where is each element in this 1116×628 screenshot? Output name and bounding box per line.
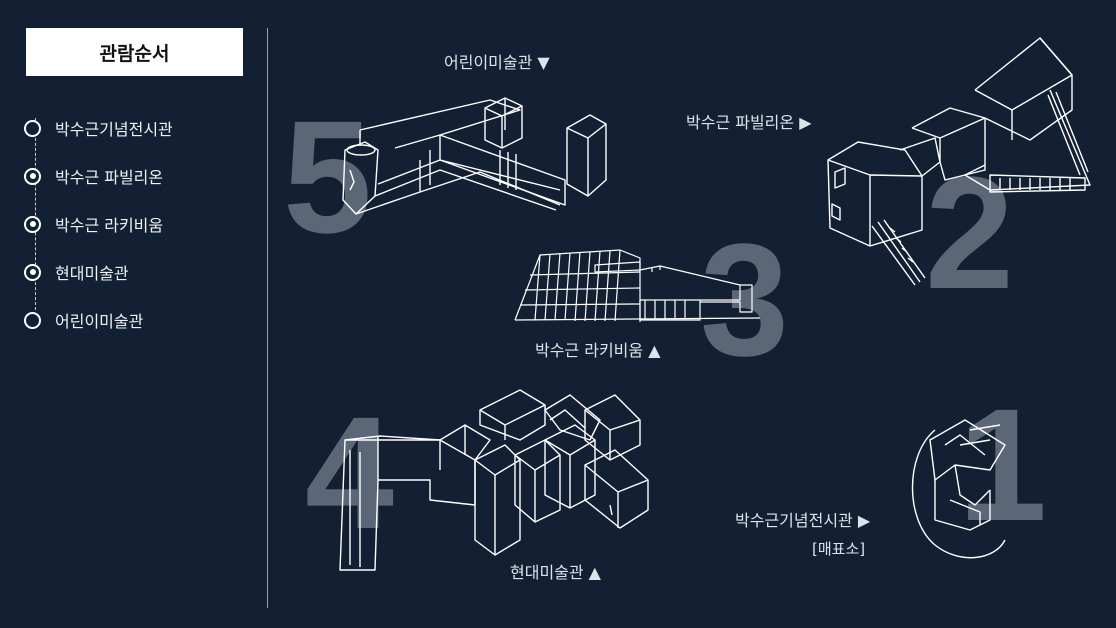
viewing-order-panel: 관람순서 박수근기념전시관 박수근 파빌리온 박수근 라키비움 현대미술관 어린… — [0, 0, 268, 628]
building-map: 1 2 3 4 5 — [283, 37, 1091, 582]
label-ticket-office: [매표소] — [812, 540, 865, 558]
label-modern-art-museum[interactable]: 현대미술관 ▲ — [510, 563, 602, 582]
label-childrens-museum[interactable]: 어린이미술관 ▼ — [444, 53, 550, 72]
number-2: 2 — [925, 143, 1014, 322]
step-label: 어린이미술관 — [55, 312, 144, 331]
step-larchiveum[interactable]: 박수근 라키비움 — [24, 200, 254, 248]
step-modern-art-museum[interactable]: 현대미술관 — [24, 248, 254, 296]
modern-art-museum-drawing — [339, 389, 649, 571]
step-label: 현대미술관 — [55, 264, 129, 283]
larchiveum-drawing — [514, 249, 761, 322]
step-marker — [24, 167, 41, 185]
number-1: 1 — [958, 375, 1047, 554]
step-label: 박수근기념전시관 — [55, 120, 173, 139]
step-memorial-hall[interactable]: 박수근기념전시관 — [24, 104, 254, 152]
step-marker — [24, 119, 41, 137]
step-label: 박수근 파빌리온 — [55, 168, 164, 187]
label-pavilion[interactable]: 박수근 파빌리온 ▶ — [686, 113, 812, 132]
number-5: 5 — [283, 87, 372, 266]
step-marker — [24, 311, 41, 329]
step-childrens-museum[interactable]: 어린이미술관 — [24, 296, 254, 344]
panel-divider — [267, 28, 268, 608]
memorial-hall-drawing — [911, 419, 1006, 559]
label-larchiveum[interactable]: 박수근 라키비움 ▲ — [535, 341, 661, 360]
viewing-order-title: 관람순서 — [26, 28, 243, 76]
step-label: 박수근 라키비움 — [55, 216, 164, 235]
childrens-museum-drawing — [342, 97, 607, 215]
viewing-order-steps: 박수근기념전시관 박수근 파빌리온 박수근 라키비움 현대미술관 어린이미술관 — [24, 104, 254, 344]
label-memorial-hall[interactable]: 박수근기념전시관 ▶ — [735, 511, 871, 530]
step-marker — [24, 263, 41, 281]
steps-connector — [35, 118, 36, 310]
step-marker — [24, 215, 41, 233]
pavilion-drawing — [827, 37, 1091, 286]
step-pavilion[interactable]: 박수근 파빌리온 — [24, 152, 254, 200]
